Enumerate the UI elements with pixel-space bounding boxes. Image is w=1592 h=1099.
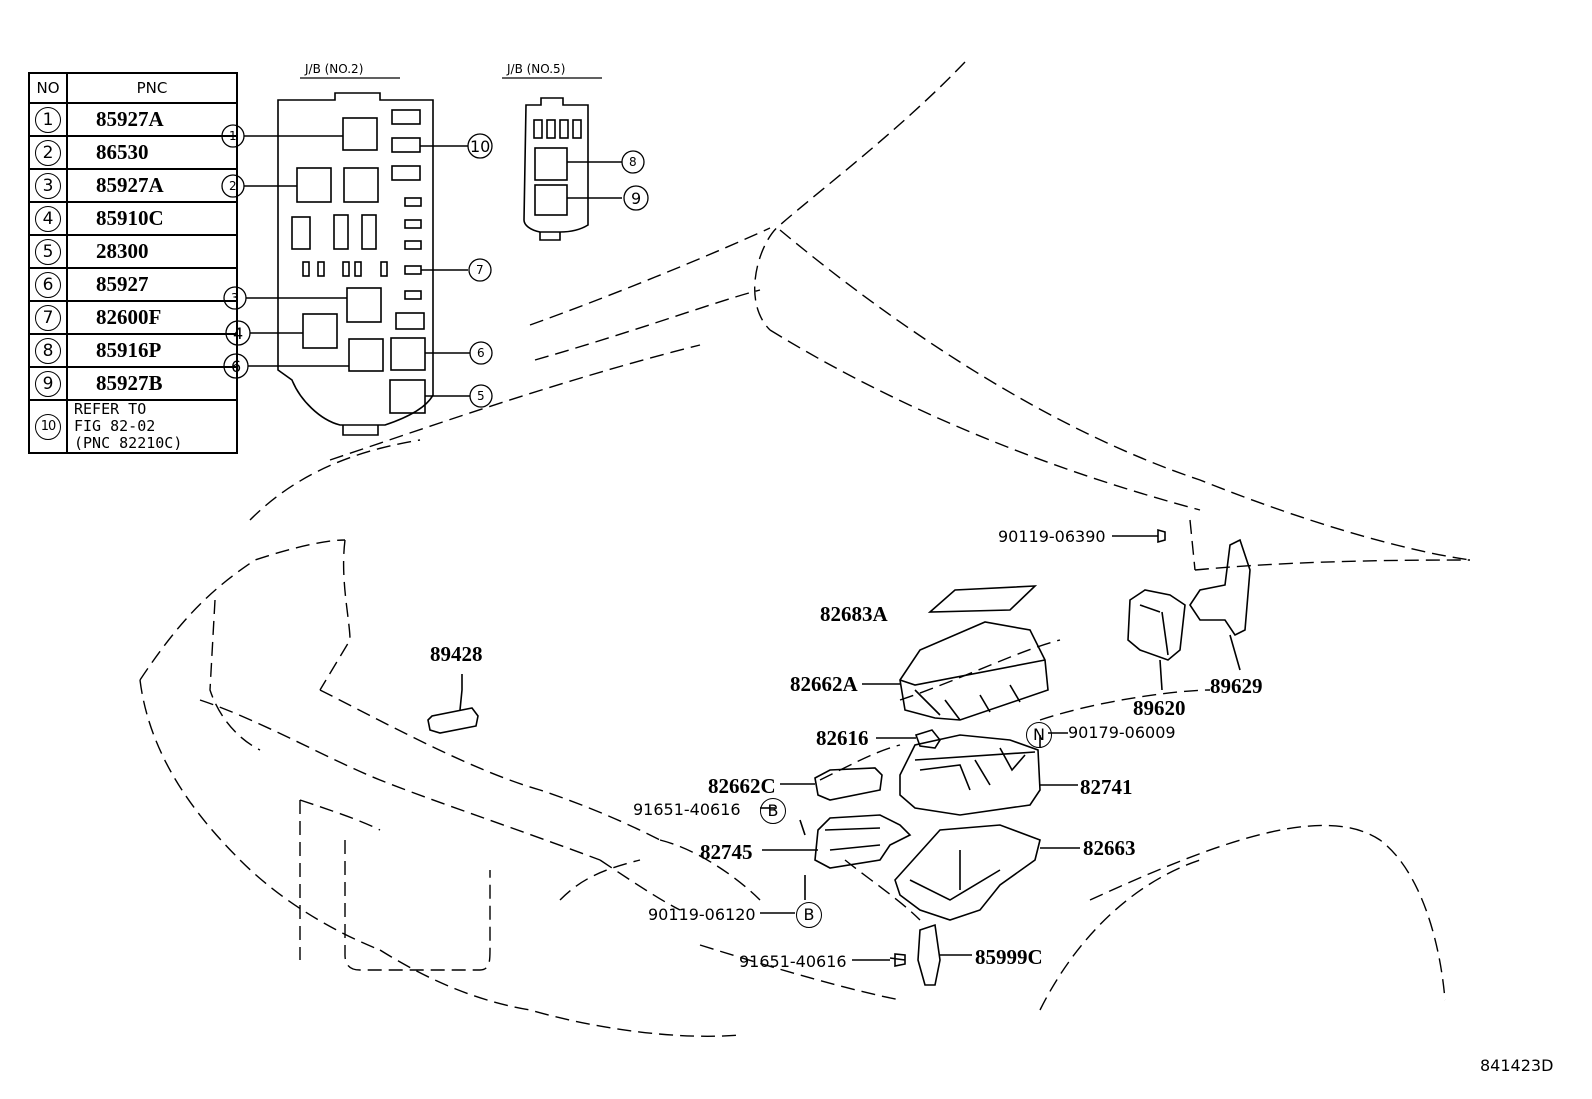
- row-pnc: 85927A: [66, 102, 238, 137]
- callout-3: 3: [231, 291, 239, 305]
- figure-id: 841423D: [1480, 1056, 1554, 1075]
- callout-4: 4: [233, 324, 244, 343]
- row-number: 6: [35, 271, 61, 298]
- b-mark-a: B: [760, 798, 786, 824]
- row-pnc: 85916P: [66, 333, 238, 368]
- row-pnc: 85927: [66, 267, 238, 302]
- header-pnc: PNC: [66, 72, 238, 104]
- row-refer: REFER TO FIG 82-02 (PNC 82210C): [66, 399, 238, 454]
- label-82745: 82745: [700, 840, 753, 864]
- jb-no5-inset: [523, 97, 622, 241]
- part-82741-shape: [899, 734, 1078, 816]
- b-mark-b: B: [796, 902, 822, 928]
- vehicle-outline: [139, 61, 1471, 1037]
- part-89620-shape: [1127, 589, 1186, 691]
- callout-6: 6: [231, 357, 242, 376]
- row-pnc: 82600F: [66, 300, 238, 335]
- label-90119-06390: 90119-06390: [998, 527, 1106, 546]
- part-82683A-shape: [927, 585, 1038, 613]
- label-89428: 89428: [430, 642, 483, 666]
- table-row: 7 82600F: [28, 300, 238, 335]
- row-number: 1: [35, 106, 61, 133]
- row-number: 2: [35, 139, 61, 166]
- part-89428-shape: [427, 674, 479, 734]
- label-90179-06009: 90179-06009: [1068, 723, 1176, 742]
- table-row: 9 85927B: [28, 366, 238, 401]
- label-82683A: 82683A: [820, 602, 888, 626]
- part-82662A-shape: [862, 621, 1049, 721]
- label-85999C: 85999C: [975, 945, 1043, 969]
- table-row: 1 85927A: [28, 102, 238, 137]
- part-85999C-shape: [852, 923, 972, 986]
- callout-5: 5: [477, 389, 485, 403]
- table-row: 10 REFER TO FIG 82-02 (PNC 82210C): [28, 399, 238, 454]
- table-row: 5 28300: [28, 234, 238, 269]
- jb-no5-title: J/B (NO.5): [507, 62, 566, 76]
- label-91651-40616-b: 91651-40616: [739, 952, 847, 971]
- n-mark: N: [1026, 722, 1052, 748]
- row-number: 9: [35, 370, 61, 397]
- part-82662C-shape: [780, 767, 883, 801]
- label-89620: 89620: [1133, 696, 1186, 720]
- callout-6b: 6: [477, 346, 485, 360]
- table-row: 3 85927A: [28, 168, 238, 203]
- refer-line-3: (PNC 82210C): [74, 434, 183, 452]
- row-number: 7: [35, 304, 61, 331]
- row-number: 10: [35, 413, 61, 440]
- row-pnc: 85910C: [66, 201, 238, 236]
- row-number: 4: [35, 205, 61, 232]
- label-90119-06120: 90119-06120: [648, 905, 756, 924]
- callout-10: 10: [470, 137, 491, 156]
- part-90119-06390-shape: [1145, 528, 1166, 544]
- callout-8: 8: [629, 155, 637, 169]
- part-89629-shape: [1189, 538, 1251, 671]
- table-row: 6 85927: [28, 267, 238, 302]
- label-89629: 89629: [1210, 674, 1263, 698]
- label-91651-40616-a: 91651-40616: [633, 800, 741, 819]
- row-pnc: 85927B: [66, 366, 238, 401]
- callout-1: 1: [229, 129, 237, 143]
- table-row: 2 86530: [28, 135, 238, 170]
- row-number: 5: [35, 238, 61, 265]
- part-82663-shape: [894, 824, 1080, 921]
- pnc-table: NO PNC 1 85927A 2 86530 3 85927A 4 85910…: [28, 72, 238, 454]
- header-no: NO: [28, 72, 68, 104]
- callout-2: 2: [229, 179, 237, 193]
- row-number: 8: [35, 337, 61, 364]
- refer-line-2: FIG 82-02: [74, 417, 156, 435]
- callout-9: 9: [631, 189, 642, 208]
- table-row: 8 85916P: [28, 333, 238, 368]
- part-82745-shape: [762, 814, 912, 900]
- callout-7: 7: [476, 263, 484, 277]
- label-82663: 82663: [1083, 836, 1136, 860]
- label-82662C: 82662C: [708, 774, 776, 798]
- label-82662A: 82662A: [790, 672, 858, 696]
- label-82741: 82741: [1080, 775, 1133, 799]
- jb-no2-inset: [244, 92, 470, 436]
- row-pnc: 28300: [66, 234, 238, 269]
- row-number: 3: [35, 172, 61, 199]
- refer-line-1: REFER TO: [74, 400, 147, 418]
- label-82616: 82616: [816, 726, 869, 750]
- row-pnc: 86530: [66, 135, 238, 170]
- table-row: 4 85910C: [28, 201, 238, 236]
- row-pnc: 85927A: [66, 168, 238, 203]
- jb-no2-title: J/B (NO.2): [305, 62, 364, 76]
